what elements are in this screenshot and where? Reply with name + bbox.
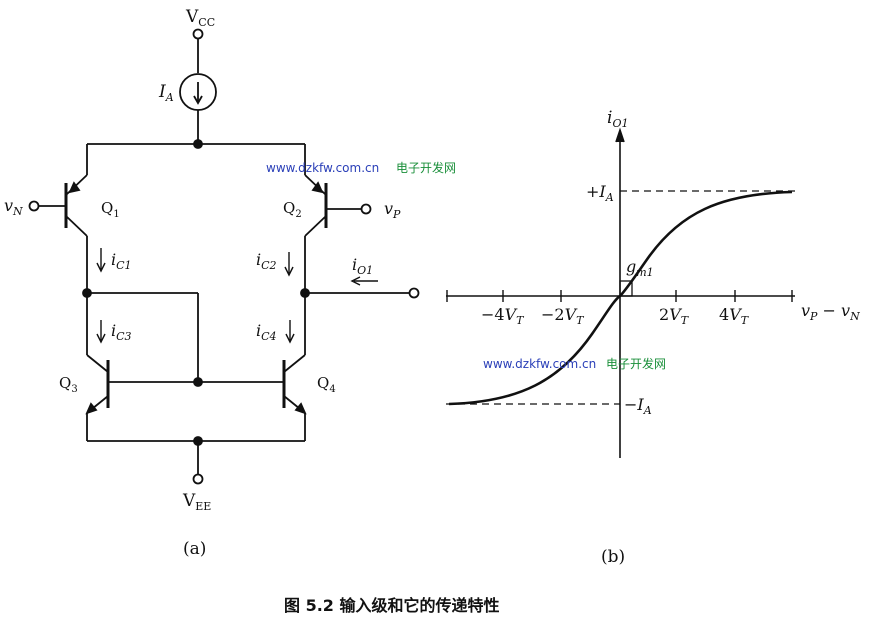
x-axis-label: vP − vN <box>801 301 860 323</box>
label-vee: VEE <box>182 491 211 513</box>
vcc-terminal <box>192 28 204 40</box>
tick-label-4vt: 4VT <box>719 305 750 327</box>
label-q3: Q3 <box>59 374 78 395</box>
svg-text:电子开发网: 电子开发网 <box>606 356 666 371</box>
transfer-plot: iO1 +IA gm1 −4VT −2VT 2VT 4VT vP − vN −I… <box>446 108 860 567</box>
circuit-diagram <box>28 28 420 485</box>
figure-caption: 图 5.2 输入级和它的传递特性 <box>284 596 500 615</box>
transistor-q1 <box>64 174 88 237</box>
label-minus-ia: −IA <box>624 395 652 417</box>
vp-terminal <box>360 203 372 215</box>
label-ic3: iC3 <box>111 321 132 343</box>
label-ic4: iC4 <box>256 321 277 343</box>
label-vp: vP <box>384 199 401 221</box>
vn-terminal <box>28 200 40 212</box>
vee-terminal <box>192 473 204 485</box>
svg-text:电子开发网: 电子开发网 <box>396 160 456 175</box>
svg-text:www.dzkfw.com.cn: www.dzkfw.com.cn <box>266 161 379 175</box>
y-axis-label: iO1 <box>607 108 628 130</box>
label-a: (a) <box>183 539 206 559</box>
transistor-q2 <box>304 174 328 237</box>
circuit-labels: VCC IA vN Q1 Q2 vP iC1 iC2 iO1 iC3 iC4 Q… <box>4 7 401 559</box>
label-q4: Q4 <box>317 374 336 395</box>
junction-base <box>193 377 203 387</box>
label-vcc: VCC <box>185 7 215 29</box>
tick-label-2vt: 2VT <box>659 305 690 327</box>
transistor-q4 <box>282 354 307 415</box>
watermark-top: www.dzkfw.com.cn 电子开发网 <box>266 160 456 175</box>
transistor-q3 <box>85 354 110 415</box>
label-q1: Q1 <box>101 199 120 220</box>
watermark-bottom: www.dzkfw.com.cn 电子开发网 <box>483 356 666 371</box>
tick-label-neg2vt: −2VT <box>541 305 585 327</box>
current-arrows <box>96 248 378 344</box>
label-ic2: iC2 <box>256 250 277 272</box>
gm-slope-box <box>619 280 633 297</box>
label-ia: IA <box>158 82 174 104</box>
label-q2: Q2 <box>283 199 302 220</box>
label-ic1: iC1 <box>111 250 132 272</box>
label-plus-ia: +IA <box>586 182 614 204</box>
output-terminal <box>408 287 420 299</box>
svg-text:www.dzkfw.com.cn: www.dzkfw.com.cn <box>483 357 596 371</box>
label-gm: gm1 <box>626 257 654 279</box>
x-ticks <box>446 290 793 302</box>
transfer-curve <box>448 190 793 406</box>
label-b: (b) <box>601 547 625 567</box>
label-vn: vN <box>4 196 23 218</box>
tick-label-neg4vt: −4VT <box>481 305 525 327</box>
label-io1: iO1 <box>352 255 373 277</box>
